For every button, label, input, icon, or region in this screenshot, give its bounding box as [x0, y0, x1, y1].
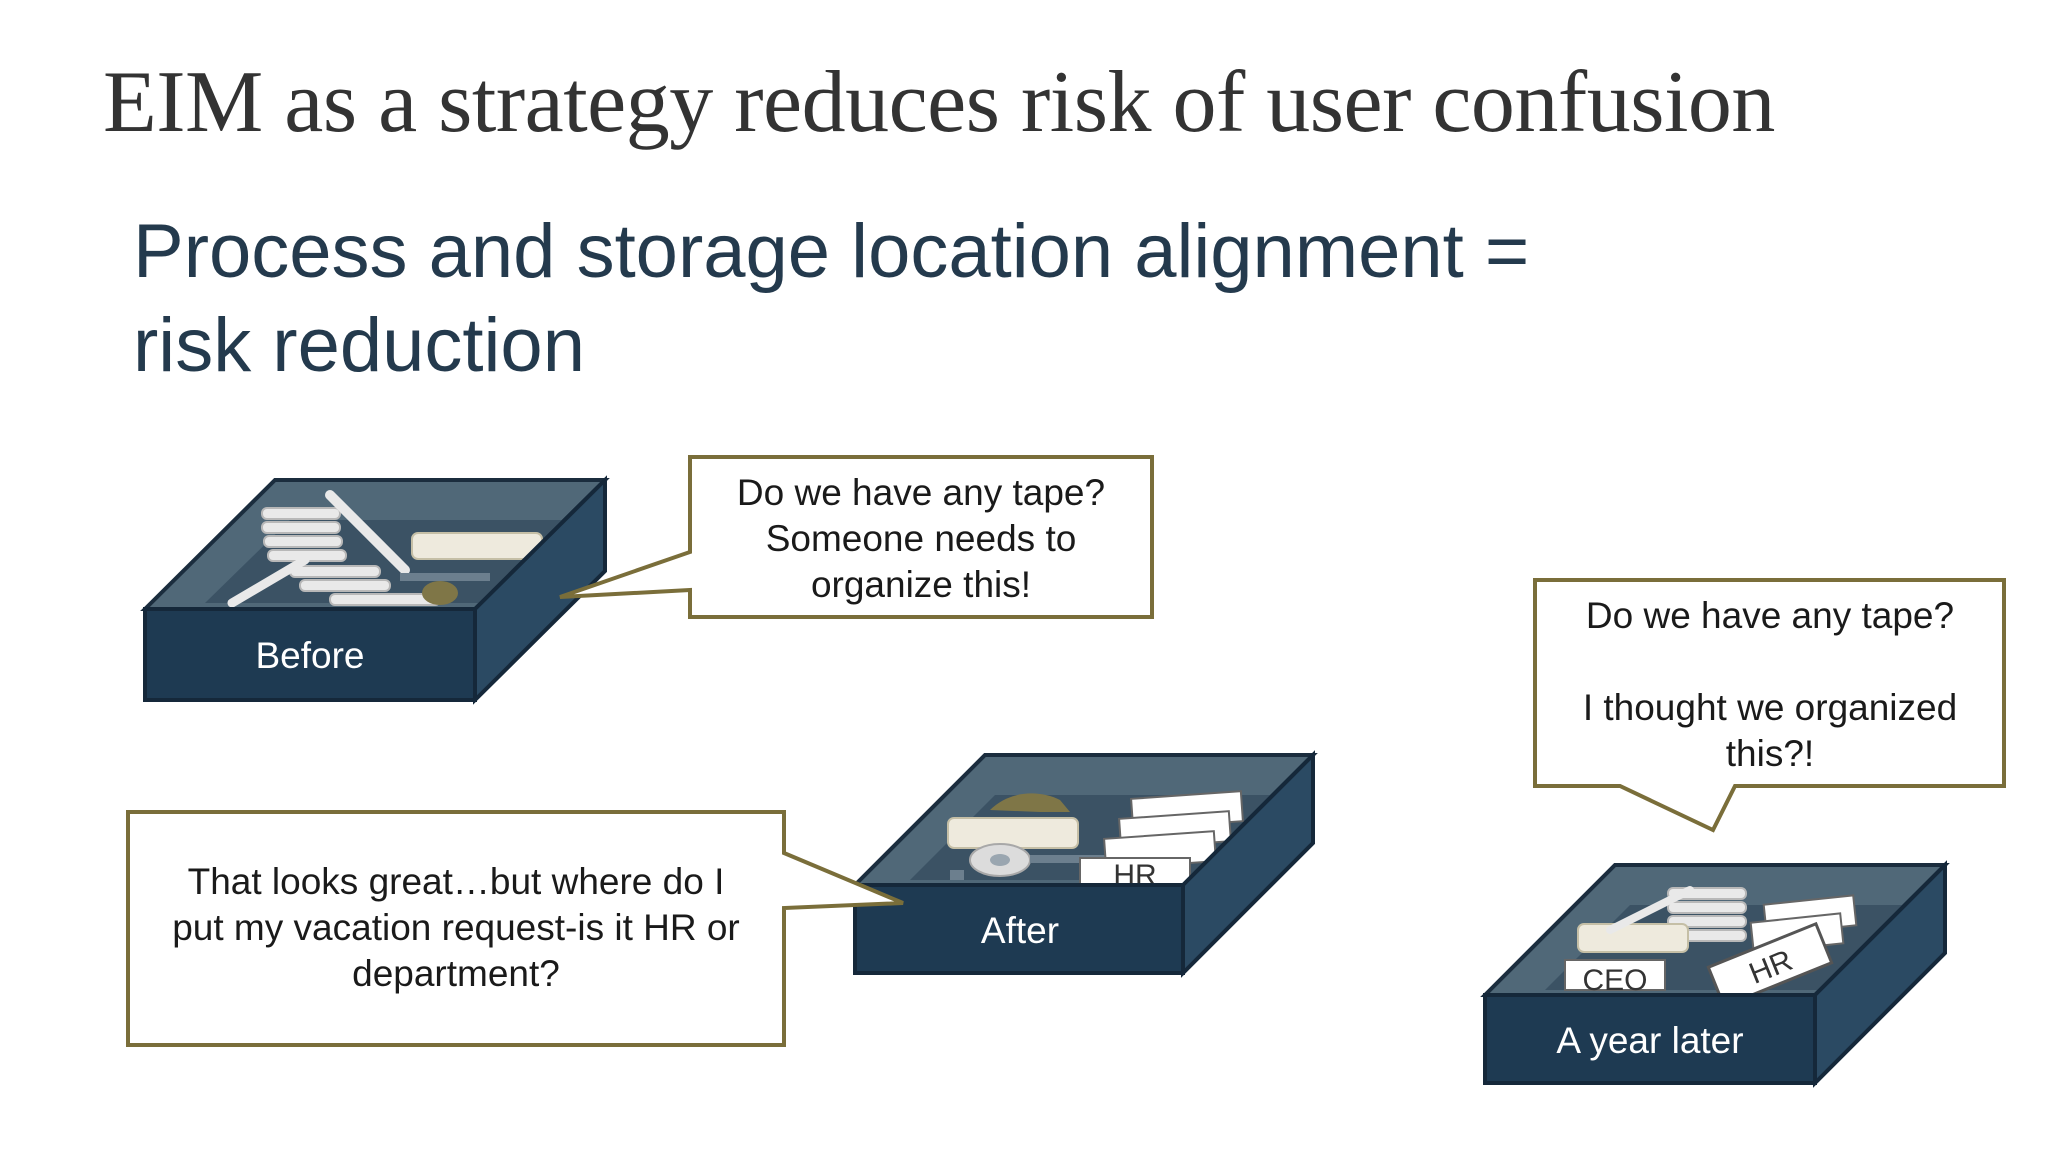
- before-callout: Do we have any tape? Someone needs to or…: [559, 455, 1154, 619]
- year-later-callout-line-2: I thought we organized: [1583, 687, 1957, 728]
- subtitle-line-2: risk reduction: [133, 303, 585, 388]
- subtitle-line-1: Process and storage location alignment =: [133, 209, 1530, 294]
- year-later-label: A year later: [1556, 1020, 1743, 1061]
- after-callout-line-2: put my vacation request-is it HR or: [172, 907, 740, 948]
- after-label: After: [981, 910, 1059, 951]
- after-callout-line-3: department?: [352, 953, 560, 994]
- year-later-tray: CEO HR A year later: [1480, 860, 1950, 1088]
- messy-supplies: [227, 490, 543, 608]
- before-tray: Before: [140, 475, 610, 705]
- year-later-callout-line-3: this?!: [1726, 733, 1814, 774]
- before-callout-line-1: Do we have any tape?: [737, 472, 1105, 513]
- year-later-callout-line-1: Do we have any tape?: [1586, 595, 1954, 636]
- after-callout: That looks great…but where do I put my v…: [126, 810, 904, 1047]
- ceo-folder-tag: CEO: [1582, 964, 1647, 997]
- slide-subtitle: Process and storage location alignment =…: [133, 205, 1529, 393]
- messy-again-supplies: CEO HR: [1564, 886, 1858, 1009]
- after-tray: HR After: [850, 750, 1318, 978]
- slide-title: EIM as a strategy reduces risk of user c…: [103, 54, 1775, 151]
- before-label: Before: [255, 635, 364, 676]
- year-later-callout: Do we have any tape? I thought we organi…: [1533, 578, 2006, 833]
- before-callout-line-3: organize this!: [811, 564, 1031, 605]
- before-callout-line-2: Someone needs to: [766, 518, 1077, 559]
- after-callout-line-1: That looks great…but where do I: [188, 861, 725, 902]
